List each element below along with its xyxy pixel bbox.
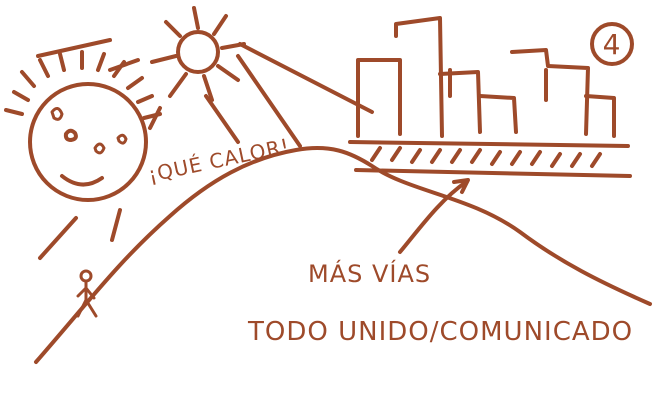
- city-skyline-icon: [350, 18, 630, 176]
- label-connected: TODO UNIDO/COMUNICADO: [247, 317, 633, 347]
- smiling-sun-face-icon: [6, 52, 160, 200]
- page-number: 4: [603, 28, 622, 61]
- label-more-roads: MÁS VÍAS: [308, 259, 431, 288]
- small-sun-icon: [38, 8, 372, 258]
